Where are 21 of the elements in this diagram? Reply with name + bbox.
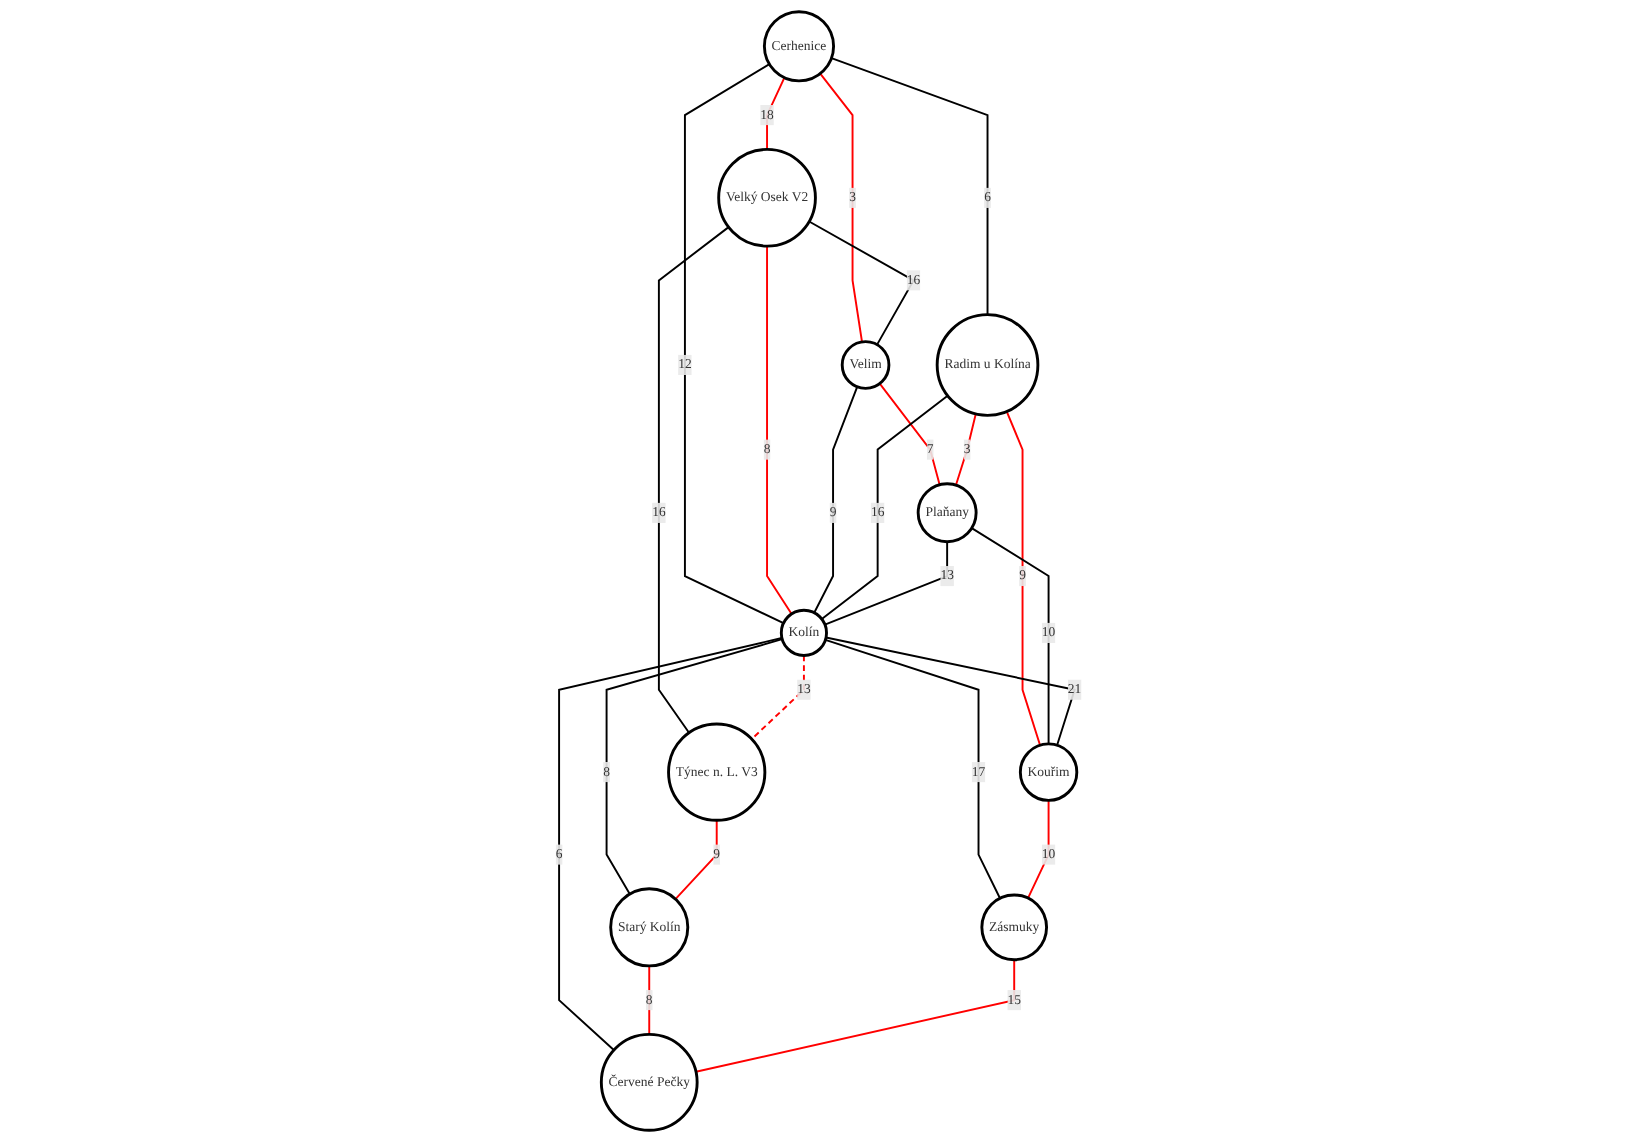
- connector: [819, 72, 864, 343]
- connector: [674, 819, 719, 901]
- connector: [821, 394, 950, 621]
- connector: [1027, 799, 1050, 900]
- connector: [1006, 410, 1042, 747]
- connector: [766, 76, 786, 151]
- connector: [824, 540, 949, 626]
- connector: [695, 958, 1016, 1073]
- connector: [606, 638, 784, 896]
- connector: [824, 638, 1002, 900]
- connector: [830, 57, 989, 316]
- connector: [825, 636, 1077, 747]
- connector: [684, 63, 785, 625]
- connector: [766, 245, 793, 615]
- connector: [879, 382, 942, 486]
- connector: [971, 527, 1050, 745]
- connector: [813, 385, 859, 614]
- connector: [558, 637, 784, 1052]
- connector: [751, 654, 806, 741]
- connector: [955, 413, 978, 487]
- connector: [658, 226, 730, 734]
